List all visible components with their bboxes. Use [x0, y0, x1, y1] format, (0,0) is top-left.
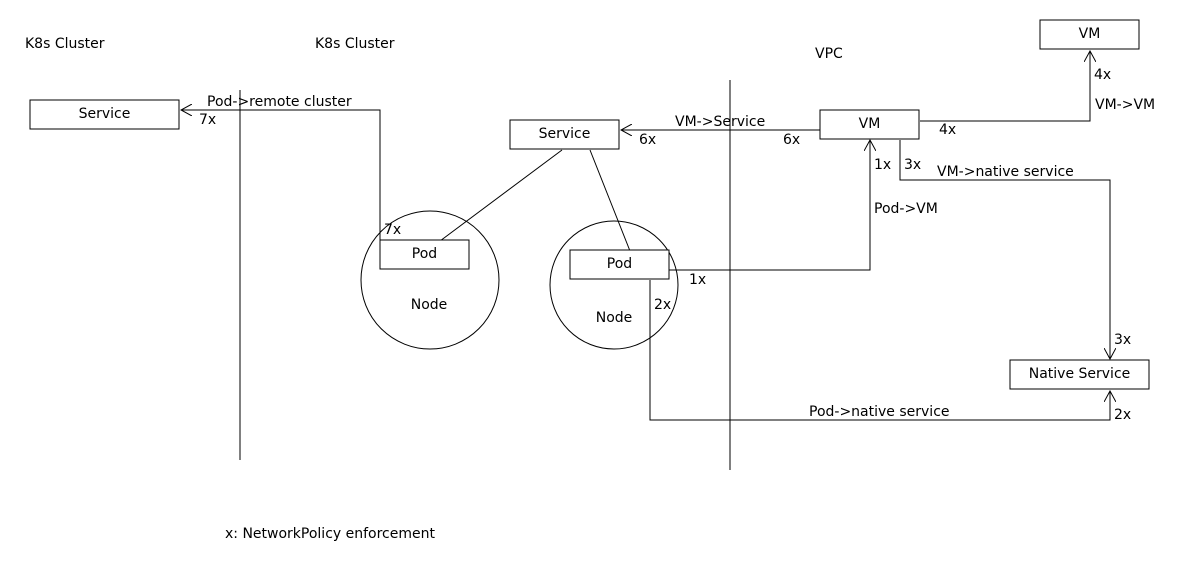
legend: x: NetworkPolicy enforcement — [225, 526, 435, 542]
mark-pod1-out: 7x — [384, 222, 401, 238]
mark-pod2-out-vm: 1x — [689, 272, 706, 288]
edge-label-pod-native-service: Pod->native service — [809, 404, 950, 420]
node-circle-1 — [360, 210, 500, 350]
service-label: Service — [539, 126, 591, 142]
mark-pod2-out-native: 2x — [654, 297, 671, 313]
edge-label-pod-remote-cluster: Pod->remote cluster — [207, 94, 352, 110]
k8s-cluster-label-2: K8s Cluster — [315, 36, 395, 52]
edge-label-vm-vm: VM->VM — [1095, 97, 1155, 113]
service-box — [509, 119, 620, 150]
mark-service-in: 6x — [639, 132, 656, 148]
edge-pod-vm — [669, 140, 870, 271]
edge-pod-remote-cluster — [181, 110, 381, 241]
k8s-cluster-label-1: K8s Cluster — [25, 36, 105, 52]
edge-pod-native-service — [649, 280, 1110, 421]
node-label-1: Node — [411, 297, 448, 313]
pod-label-2: Pod — [607, 256, 632, 272]
pod-box-1 — [379, 239, 470, 270]
remote-service-box — [29, 99, 180, 130]
pod-box-2 — [569, 249, 670, 280]
vpc-label: VPC — [815, 46, 843, 62]
mark-vm-top-in: 4x — [1094, 67, 1111, 83]
mark-vm-out-service: 6x — [783, 132, 800, 148]
mark-vm-out-vm: 4x — [939, 122, 956, 138]
mark-vm-in-pod: 1x — [874, 157, 891, 173]
remote-service-label: Service — [79, 106, 131, 122]
mark-remote-service-in: 7x — [199, 112, 216, 128]
edge-label-pod-vm: Pod->VM — [874, 201, 938, 217]
edge-label-vm-native-service: VM->native service — [937, 164, 1074, 180]
mark-vm-out-native: 3x — [904, 157, 921, 173]
native-service-label: Native Service — [1029, 366, 1131, 382]
vm-top-box — [1039, 19, 1140, 50]
service-pod1-connector — [439, 149, 563, 242]
vm-main-label: VM — [859, 116, 881, 132]
edge-vm-vm — [920, 51, 1090, 122]
pod-label-1: Pod — [412, 246, 437, 262]
vm-main-box — [819, 109, 920, 140]
node-circle-2 — [549, 220, 679, 350]
mark-native-in-vm: 3x — [1114, 332, 1131, 348]
vm-top-label: VM — [1079, 26, 1101, 42]
mark-native-in-pod: 2x — [1114, 407, 1131, 423]
edge-vm-native-service — [899, 140, 1110, 359]
service-pod2-connector — [589, 149, 631, 252]
native-service-box — [1009, 359, 1150, 390]
node-label-2: Node — [596, 310, 633, 326]
edge-label-vm-service: VM->Service — [675, 114, 765, 130]
